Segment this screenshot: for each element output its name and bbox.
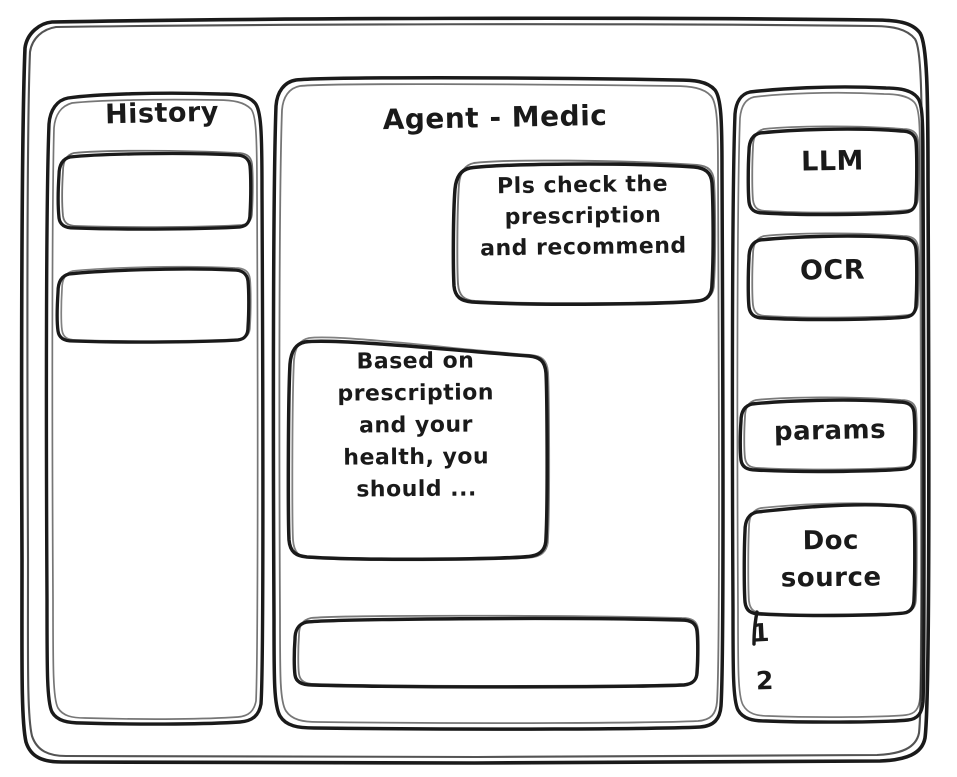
doc-source-button[interactable] — [744, 503, 917, 616]
user-message-bubble[interactable] — [453, 160, 715, 306]
agent-message-bubble[interactable] — [288, 335, 550, 560]
doc-reference-1[interactable] — [748, 614, 808, 658]
doc-reference-2[interactable] — [750, 660, 810, 704]
ocr-button[interactable] — [748, 234, 919, 320]
message-composer-input[interactable] — [294, 616, 700, 687]
llm-button[interactable] — [748, 127, 919, 215]
history-item-1[interactable] — [58, 152, 253, 230]
history-item-2[interactable] — [57, 268, 251, 343]
params-button[interactable] — [740, 398, 917, 472]
